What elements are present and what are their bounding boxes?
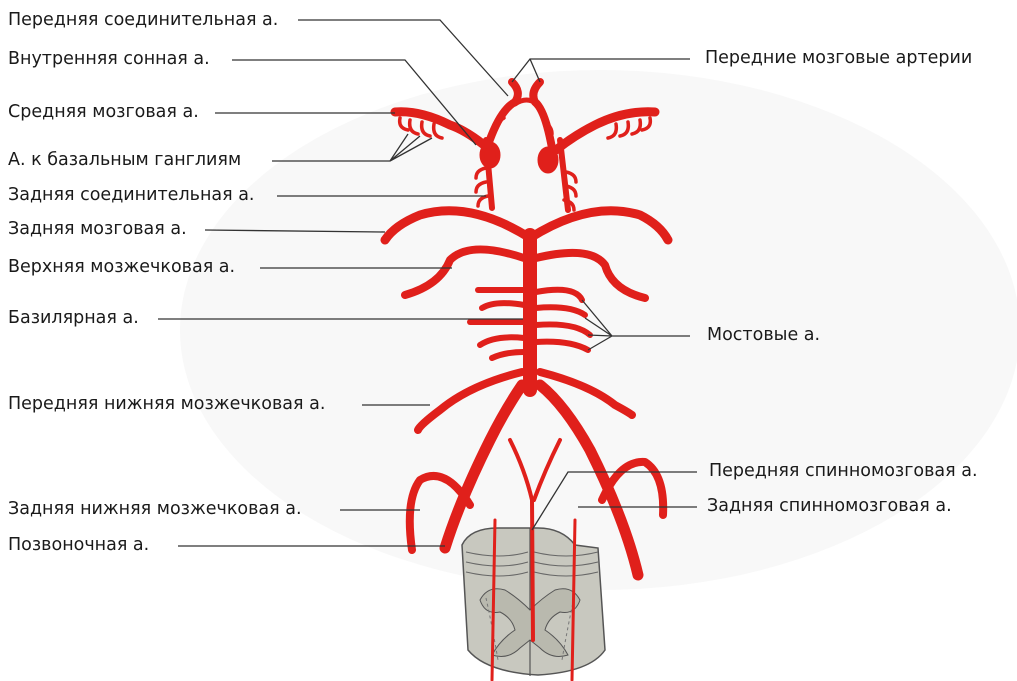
label-post-cerebral: Задняя мозговая а. <box>8 219 187 239</box>
label-ant-communicating: Передняя соединительная а. <box>8 10 278 30</box>
label-sup-cerebellar: Верхняя мозжечковая а. <box>8 257 235 277</box>
label-basilar: Базилярная а. <box>8 308 139 328</box>
label-ant-cerebral: Передние мозговые артерии <box>705 48 972 68</box>
label-post-spinal: Задняя спинномозговая а. <box>707 496 952 516</box>
label-ant-spinal: Передняя спинномозговая а. <box>709 461 978 481</box>
label-basal-ganglia: А. к базальным ганглиям <box>8 150 241 170</box>
label-internal-carotid: Внутренняя сонная а. <box>8 49 210 69</box>
label-pontine: Мостовые а. <box>707 325 820 345</box>
label-middle-cerebral: Средняя мозговая а. <box>8 102 199 122</box>
label-post-inf-cerebellar: Задняя нижняя мозжечковая а. <box>8 499 302 519</box>
label-post-communicating: Задняя соединительная а. <box>8 185 255 205</box>
label-ant-inf-cerebellar: Передняя нижняя мозжечковая а. <box>8 394 325 414</box>
label-vertebral: Позвоночная а. <box>8 535 149 555</box>
